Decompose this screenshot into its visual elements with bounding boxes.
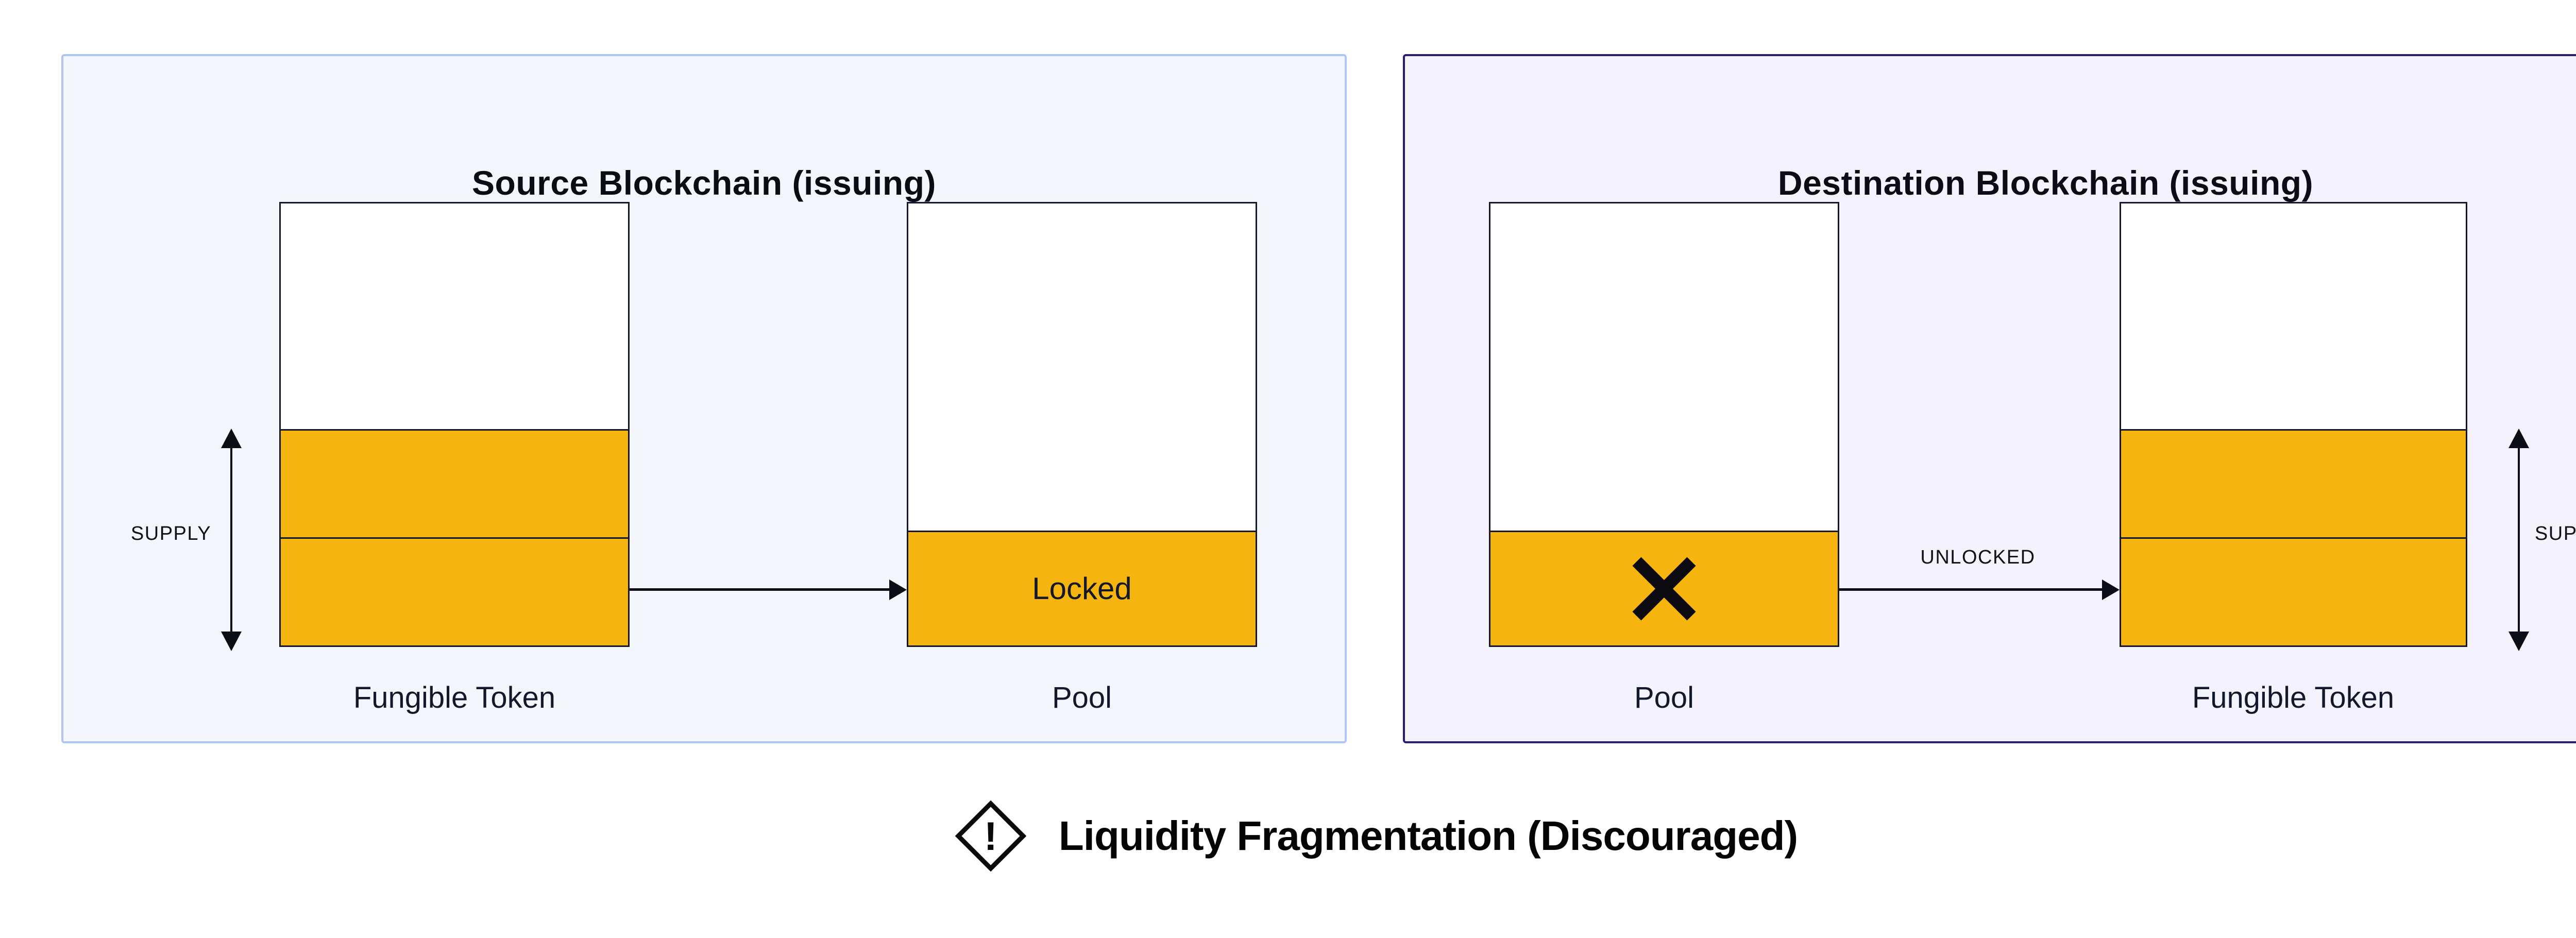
arrow-down-head [2509,632,2529,651]
arrow-right-head [2102,579,2120,600]
supply-range-arrow [220,429,243,651]
token-supply-lower-section [2121,537,2466,645]
arrow-shaft [230,436,232,644]
burned-cross-icon [1632,557,1696,621]
pool-label: Pool [1634,681,1694,714]
pool-empty-section [908,203,1256,531]
locked-status-label: Locked [1032,571,1132,606]
arrow-shaft [630,588,892,591]
token-unminted-section [2121,203,2466,429]
exclamation-glyph: ! [984,813,997,859]
caption-row: ! Liquidity Fragmentation (Discouraged) [0,792,2576,880]
pool-empty-section [1490,203,1838,531]
supply-label: SUPPLY [130,523,212,544]
unlock-flow-arrow [1839,579,2120,600]
arrow-right-head [889,579,907,600]
pool-label: Pool [1052,681,1112,714]
fungible-token-box [2120,202,2467,647]
warning-diamond-icon: ! [952,797,1030,875]
arrow-shaft [2518,436,2520,644]
pool-box: Locked [907,202,1257,647]
token-supply-upper-section [2121,429,2466,537]
lock-flow-arrow [630,579,907,600]
source-panel-title: Source Blockchain (issuing) [471,164,937,202]
supply-range-arrow [2507,429,2530,651]
token-unminted-section [281,203,628,429]
pool-unlocked-section [1490,530,1838,645]
caption-text: Liquidity Fragmentation (Discouraged) [1058,813,1798,859]
unlocked-label: UNLOCKED [1920,547,2036,568]
destination-panel-title: Destination Blockchain (issuing) [1777,164,2314,202]
fungible-token-label: Fungible Token [353,681,556,714]
arrow-down-head [221,632,242,651]
arrow-shaft [1839,588,2105,591]
supply-label: SUPPLY [2534,523,2576,544]
source-blockchain-panel: Source Blockchain (issuing) SUPPLY Fungi… [61,54,1347,743]
destination-blockchain-panel: Destination Blockchain (issuing) Pool UN… [1403,54,2576,743]
fungible-token-label: Fungible Token [2192,681,2395,714]
token-supply-lower-section [281,537,628,645]
token-supply-upper-section [281,429,628,537]
fungible-token-box [279,202,630,647]
pool-locked-section: Locked [908,530,1256,645]
pool-box [1489,202,1839,647]
